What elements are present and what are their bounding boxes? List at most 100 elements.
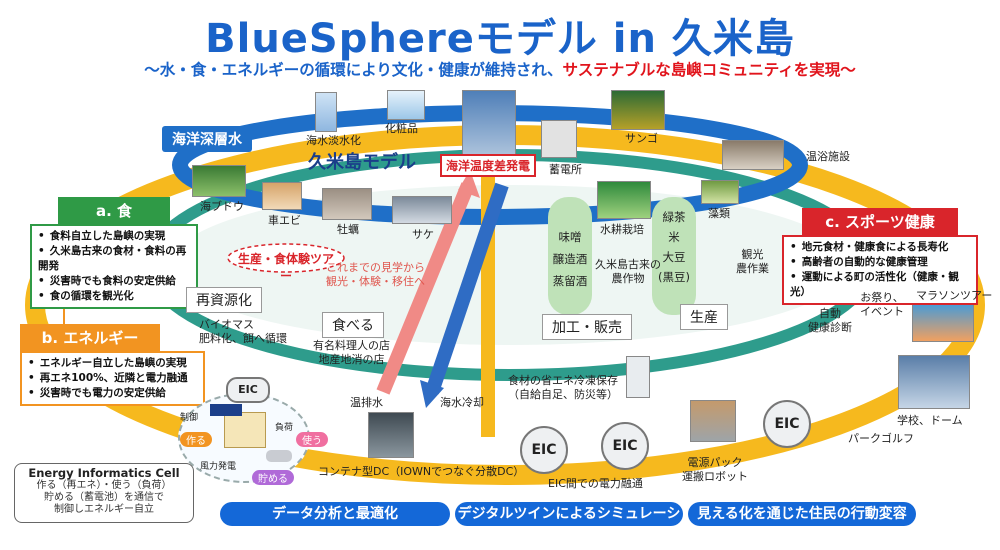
biomass-label: バイオマス 肥料化、餌へ循環 [199, 318, 287, 345]
hydroponics-label: 水耕栽培 [600, 223, 644, 236]
ev-car-icon [266, 450, 292, 462]
seawater-cooling-label: 海水冷却 [440, 396, 484, 409]
cosmetics-label: 化粧品 [385, 122, 418, 135]
eic-node: EIC [601, 422, 649, 470]
wind-label: 風力発電 [200, 462, 237, 472]
dome-image [898, 355, 970, 409]
robot-image [690, 400, 736, 442]
eic-node: EIC [763, 400, 811, 448]
section-food: a. 食 食料自立した島嶼の実現 久米島古来の食材・食料の再開発 災害時でも食料… [30, 197, 198, 309]
processed-pill [548, 197, 592, 315]
food-bullet: 災害時でも食料の安定供給 [38, 274, 190, 289]
warm-drain-arrow [376, 182, 475, 395]
processed-goods-label: 味噌 醸造酒 蒸留酒 [552, 230, 588, 288]
bath-facility-image [722, 140, 784, 170]
frozen-storage-label: 食材の省エネ冷凍保存 （自給自足、防災等） [508, 374, 618, 401]
sea-grapes-label: 海ブドウ [200, 200, 244, 213]
battery-robot-label: 電源パック 運搬ロボット [682, 456, 748, 483]
tag-processing-sales: 加工・販売 [542, 314, 632, 340]
subtitle-part1: ～水・食・エネルギーの循環により文化・健康が維持され、 [144, 61, 563, 79]
eic-node: EIC [520, 426, 568, 474]
bottom-bar-analytics: データ分析と最適化 [220, 502, 450, 526]
ancient-crops-label: 久米島古来の 農作物 [595, 258, 661, 285]
page-subtitle: ～水・食・エネルギーの循環により文化・健康が維持され、サステナブルな島嶼コミュニ… [0, 58, 1000, 80]
restaurants-label: 有名料理人の店 地産地消の店 [313, 339, 390, 366]
tour-arrow-text: これまでの見学から 観光・体験・移住へ [326, 261, 425, 288]
cooling-arrow [425, 182, 509, 395]
cosmetics-image [387, 90, 425, 120]
hydroponics-image [597, 181, 651, 219]
control-label: 制御 [180, 413, 199, 423]
otec-label: 海洋温度差発電 [440, 154, 537, 177]
container-dc-image [368, 412, 414, 458]
water-bottle-image [315, 92, 337, 132]
section-energy: b. エネルギー エネルギー自立した島嶼の実現 再エネ100%、近隣と電力融通 … [20, 324, 205, 406]
house-eic-badge: EIC [226, 377, 270, 403]
tag-production: 生産 [680, 304, 728, 330]
bath-facility-label: 温浴施設 [806, 150, 850, 163]
bottom-bar-digital-twin: デジタルツインによるシミュレーション [455, 502, 683, 546]
cooling-arrowhead [420, 380, 444, 408]
production-tour-label: 生産・食体験ツアー [237, 252, 334, 283]
desalination-label: 海水淡水化 [306, 134, 361, 147]
sea-grapes-image [192, 165, 246, 197]
marathon-image [912, 300, 974, 342]
crops-label: 緑茶 米 大豆 (黒豆) [658, 210, 690, 284]
model-name: 久米島モデル [308, 152, 416, 173]
energy-cell-box: Energy Informatics Cell 作る（再エネ）・使う（負荷） 貯… [14, 463, 194, 523]
tour-bubble [227, 243, 345, 273]
algae-label: 藻類 [708, 207, 730, 220]
energy-cell-desc: 作る（再エネ）・使う（負荷） 貯める（蓄電池）を通信で 制御しエネルギー自立 [36, 480, 172, 515]
make-badge: 作る [180, 432, 212, 447]
otec-plant-image [462, 90, 516, 164]
storage-plant-label: 蓄電所 [549, 163, 582, 176]
deep-sea-water-label: 海洋深層水 [162, 126, 252, 152]
eic-power-label: EIC間での電力融通 [548, 477, 643, 490]
energy-bullet: 再エネ100%、近隣と電力融通 [28, 371, 197, 386]
oyster-label: 牡蠣 [337, 223, 359, 236]
salmon-label: サケ [412, 228, 434, 241]
solar-panel-icon [210, 404, 242, 416]
festival-label: お祭り、 イベント [860, 291, 904, 318]
section-energy-heading: b. エネルギー [20, 324, 160, 351]
bottom-bar-visualization: 見える化を通じた住民の行動変容 [688, 502, 916, 526]
section-sports: c. スポーツ健康 地元食材・健康食による長寿化 高齢者の自動的な健康管理 運動… [782, 208, 978, 305]
sports-bullet: 地元食材・健康食による長寿化 [790, 240, 970, 255]
warm-drain-label: 温排水 [350, 396, 383, 409]
food-bullet: 久米島古来の食材・食料の再開発 [38, 244, 190, 274]
prawn-image [262, 182, 302, 210]
crops-pill [652, 197, 696, 315]
warm-drain-arrowhead [458, 170, 480, 198]
marathon-label: マラソンツアー [916, 289, 993, 302]
auto-checkup-label: 自動 健康診断 [808, 307, 852, 334]
section-food-heading: a. 食 [58, 197, 170, 224]
section-food-list: 食料自立した島嶼の実現 久米島古来の食材・食料の再開発 災害時でも食料の安定供給… [30, 224, 198, 309]
energy-bullet: エネルギー自立した島嶼の実現 [28, 356, 197, 371]
school-dome-label: 学校、ドーム [897, 414, 963, 427]
food-bullet: 食の循環を観光化 [38, 289, 190, 304]
energy-bullet: 災害時でも電力の安定供給 [28, 386, 197, 401]
use-badge: 使う [296, 432, 328, 447]
storage-building-image [541, 120, 577, 158]
coral-image [611, 90, 665, 130]
food-bullet: 食料自立した島嶼の実現 [38, 229, 190, 244]
house-icon [224, 412, 266, 448]
sports-bullet: 運動による町の活性化（健康・観光） [790, 270, 970, 300]
section-sports-list: 地元食材・健康食による長寿化 高齢者の自動的な健康管理 運動による町の活性化（健… [782, 235, 978, 305]
sports-bullet: 高齢者の自動的な健康管理 [790, 255, 970, 270]
coral-label: サンゴ [625, 132, 658, 145]
section-sports-heading: c. スポーツ健康 [802, 208, 958, 235]
section-energy-list: エネルギー自立した島嶼の実現 再エネ100%、近隣と電力融通 災害時でも電力の安… [20, 351, 205, 406]
oyster-image [322, 188, 372, 220]
container-dc-label: コンテナ型DC（IOWNでつなぐ分散DC） [318, 465, 525, 478]
energy-cell-title: Energy Informatics Cell [28, 466, 180, 480]
load-label: 負荷 [275, 423, 294, 433]
tag-eat: 食べる [322, 312, 384, 338]
salmon-image [392, 196, 452, 224]
farm-tourism-label: 観光 農作業 [736, 248, 769, 275]
algae-image [701, 180, 739, 204]
subtitle-part2: サステナブルな島嶼コミュニティを実現～ [562, 61, 856, 79]
tag-renewable: 再資源化 [186, 287, 262, 313]
page-title: BlueSphereモデル in 久米島 [205, 16, 795, 62]
